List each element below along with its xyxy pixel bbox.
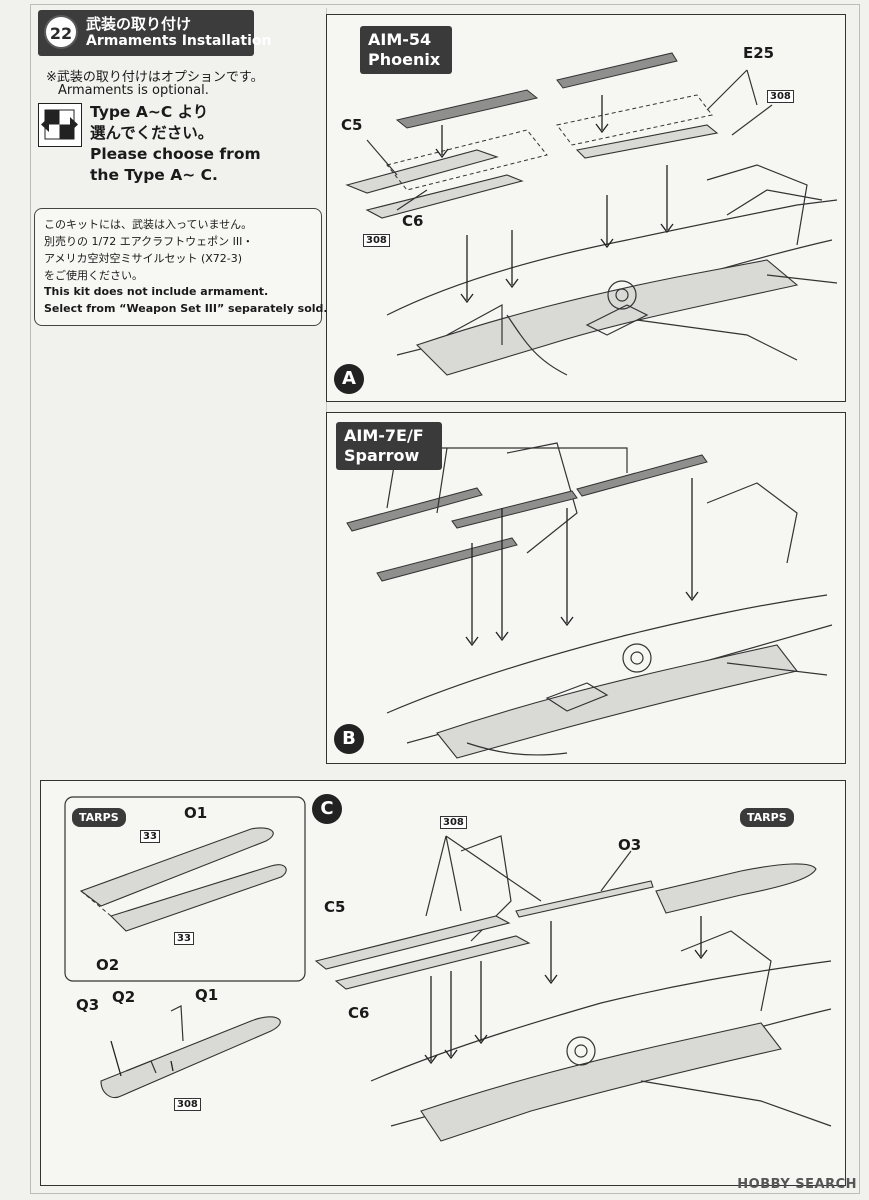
panel-b-weapon-line-1: AIM-7E/F [344, 426, 424, 445]
panel-a-tag-308-right: 308 [767, 90, 794, 103]
panel-a-weapon-label: AIM-54 Phoenix [360, 26, 452, 74]
choose-line-1: Type A~C より [90, 103, 209, 121]
panel-type-a [326, 14, 846, 402]
step-title-jp: 武装の取り付け [86, 15, 192, 33]
optional-note-jp: ※武装の取り付けはオプションです。 [46, 70, 264, 85]
choose-arrows-icon [38, 103, 82, 147]
panel-a-drawing [345, 52, 838, 376]
panel-a-part-c6: C6 [402, 212, 424, 230]
variant-b-marker: B [334, 724, 364, 754]
panel-a-tag-308-left: 308 [363, 234, 390, 247]
tag-33-top: 33 [140, 830, 160, 843]
optional-note-en: Armaments is optional. [58, 83, 209, 98]
panel-a-weapon-line-2: Phoenix [368, 50, 441, 69]
panel-b-weapon-label: AIM-7E/F Sparrow [336, 422, 442, 470]
kit-note-jp-4: をご使用ください。 [44, 269, 143, 282]
tarps-badge: TARPS [740, 808, 794, 827]
tag-308-bottom: 308 [174, 1098, 201, 1111]
variant-a-marker: A [334, 364, 364, 394]
kit-note-en-1: This kit does not include armament. [44, 285, 269, 298]
part-q3: Q3 [76, 996, 100, 1014]
inset-tarps-badge: TARPS [72, 808, 126, 827]
part-c5: C5 [324, 898, 346, 916]
choose-line-2: 選んでください。 [90, 124, 214, 142]
part-c6: C6 [348, 1004, 370, 1022]
step-title-en: Armaments Installation [86, 33, 272, 49]
watermark: HOBBY SEARCH [737, 1177, 857, 1192]
panel-type-b [326, 412, 846, 764]
variant-c-marker: C [312, 794, 342, 824]
panel-b-weapon-line-2: Sparrow [344, 446, 420, 465]
kit-note-jp-3: アメリカ空対空ミサイルセット (X72-3) [44, 252, 243, 265]
step-number: 22 [44, 15, 78, 49]
part-o1: O1 [184, 804, 208, 822]
kit-note-jp-1: このキットには、武装は入っていません。 [44, 218, 253, 231]
panel-type-c [40, 780, 846, 1186]
choose-instructions: Type A~C より 選んでください。 Please choose from … [90, 102, 261, 186]
part-o3: O3 [618, 836, 642, 854]
panel-c-drawing [64, 796, 832, 1142]
panel-a-part-c5: C5 [341, 116, 363, 134]
part-o2: O2 [96, 956, 120, 974]
choose-line-4: the Type A~ C. [90, 166, 218, 184]
panel-b-drawing [346, 442, 833, 759]
kit-note-jp-2: 別売りの 1/72 エアクラフトウェポン III・ [44, 235, 254, 248]
kit-note-box [34, 208, 322, 326]
panel-a-weapon-line-1: AIM-54 [368, 30, 432, 49]
part-q1: Q1 [195, 986, 219, 1004]
tag-33-bottom: 33 [174, 932, 194, 945]
tag-308-top: 308 [440, 816, 467, 829]
kit-note-en-2: Select from “Weapon Set III” separately … [44, 302, 328, 315]
panel-a-part-e25: E25 [743, 44, 775, 62]
sheet-border [30, 4, 860, 1194]
part-q2: Q2 [112, 988, 136, 1006]
choose-line-3: Please choose from [90, 145, 261, 163]
